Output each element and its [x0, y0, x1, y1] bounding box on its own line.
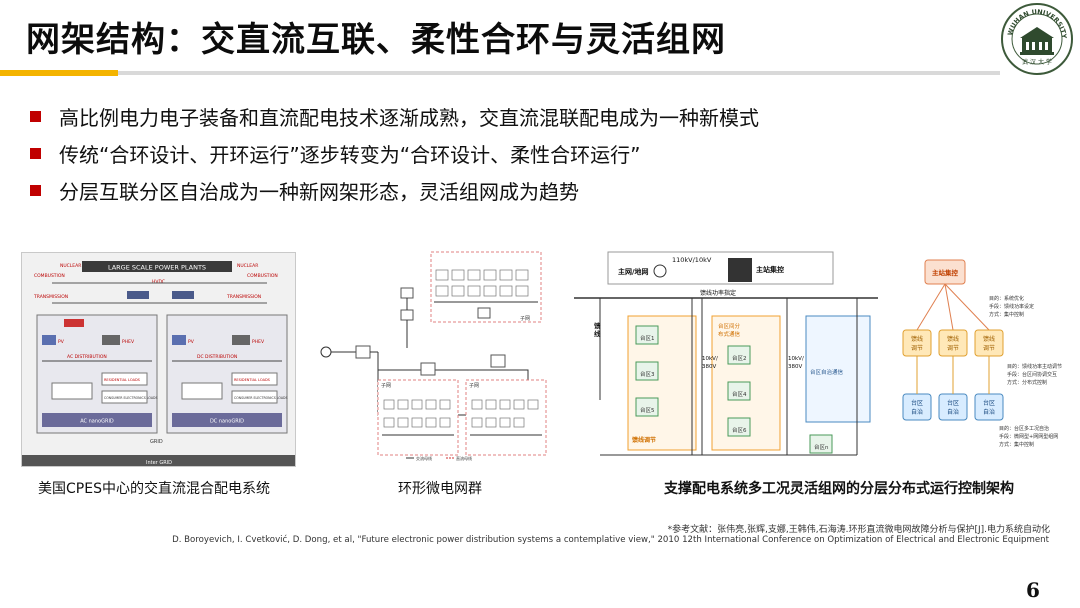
svg-text:馈线调节: 馈线调节 — [632, 436, 656, 444]
title-divider — [0, 71, 1000, 75]
figure-caption: 美国CPES中心的交直流混合配电系统 — [38, 481, 270, 497]
svg-text:NUCLEAR: NUCLEAR — [60, 263, 81, 269]
svg-text:布式通信: 布式通信 — [718, 330, 741, 338]
bullet-item: 传统“合环设计、开环运行”逐步转变为“合环设计、柔性合环运行” — [30, 135, 759, 172]
svg-text:380V: 380V — [788, 364, 802, 370]
svg-text:110kV/10kV: 110kV/10kV — [672, 256, 712, 264]
svg-text:调节: 调节 — [983, 344, 995, 352]
svg-text:馈线功率指定: 馈线功率指定 — [700, 289, 736, 297]
square-bullet-icon — [30, 185, 41, 196]
svg-text:台区间分: 台区间分 — [718, 322, 741, 330]
svg-text:目的：系统优化: 目的：系统优化 — [989, 295, 1024, 302]
svg-text:子网: 子网 — [520, 315, 530, 322]
svg-text:主站集控: 主站集控 — [932, 268, 959, 277]
svg-text:AC DISTRIBUTION: AC DISTRIBUTION — [67, 354, 107, 360]
ring-microgrid-diagram: 子网 子网 子网 — [306, 250, 556, 462]
svg-text:台区3: 台区3 — [640, 370, 655, 378]
svg-text:HVDC: HVDC — [152, 279, 165, 285]
svg-text:台区自治通信: 台区自治通信 — [810, 368, 844, 376]
figure-caption: 环形微电网群 — [398, 481, 482, 497]
slide-title: 网架结构：交直流互联、柔性合环与灵活组网 — [26, 20, 726, 60]
svg-text:CONSUMER ELECTRONICS LOADS: CONSUMER ELECTRONICS LOADS — [234, 396, 288, 400]
svg-text:AC nanoGRID: AC nanoGRID — [80, 419, 114, 425]
svg-text:DC nanoGRID: DC nanoGRID — [210, 419, 244, 425]
svg-text:PHEV: PHEV — [252, 339, 265, 345]
svg-text:PV: PV — [188, 339, 195, 345]
svg-text:手段：台区间协调交互: 手段：台区间协调交互 — [1007, 371, 1057, 378]
bullet-list: 高比例电力电子装备和直流配电技术逐渐成熟，交直流混联配电成为一种新模式 传统“合… — [30, 98, 759, 209]
svg-text:COMBUSTION: COMBUSTION — [34, 273, 65, 279]
svg-text:NUCLEAR: NUCLEAR — [237, 263, 258, 269]
cpes-hybrid-system-diagram: LARGE SCALE POWER PLANTS COMBUSTION NUCL… — [21, 252, 296, 467]
svg-text:PHEV: PHEV — [122, 339, 135, 345]
svg-text:目的：台区多工况自治: 目的：台区多工况自治 — [999, 425, 1049, 432]
reference-line: *参考文献：张伟亮,张辉,支娜,王韩伟,石海涛.环形直流微电网故障分析与保护[J… — [667, 525, 1050, 535]
title-accent-bar — [0, 70, 118, 76]
svg-text:台区1: 台区1 — [640, 334, 655, 342]
svg-text:馈线: 馈线 — [983, 335, 995, 343]
svg-text:线: 线 — [594, 329, 601, 338]
svg-text:馈线: 馈线 — [947, 335, 959, 343]
bullet-text: 高比例电力电子装备和直流配电技术逐渐成熟，交直流混联配电成为一种新模式 — [59, 106, 759, 130]
reference-line: D. Boroyevich, I. Cvetković, D. Dong, et… — [172, 535, 1049, 545]
svg-text:馈线: 馈线 — [911, 335, 923, 343]
svg-text:主网/地网: 主网/地网 — [618, 267, 649, 276]
svg-text:自治: 自治 — [947, 408, 959, 416]
svg-text:手段：馈线功率设定: 手段：馈线功率设定 — [989, 303, 1034, 310]
svg-text:方式：集中控制: 方式：集中控制 — [989, 311, 1024, 318]
university-seal-icon: WUHAN UNIVERSITY 武 汉 大 学 — [1001, 3, 1073, 75]
svg-text:主站集控: 主站集控 — [756, 265, 784, 274]
svg-text:目的：馈线功率主动调节: 目的：馈线功率主动调节 — [1007, 363, 1062, 370]
svg-text:PV: PV — [58, 339, 65, 345]
svg-text:直流母线: 直流母线 — [456, 455, 472, 461]
bullet-text: 分层互联分区自治成为一种新网架形态，灵活组网成为趋势 — [59, 180, 579, 204]
svg-text:自治: 自治 — [983, 408, 995, 416]
svg-text:手段：微网型+网网型组网: 手段：微网型+网网型组网 — [999, 433, 1058, 440]
svg-text:子网: 子网 — [469, 382, 479, 389]
square-bullet-icon — [30, 148, 41, 159]
svg-text:馈: 馈 — [594, 321, 601, 330]
svg-text:调节: 调节 — [947, 344, 959, 352]
svg-text:RESIDENTIAL LOADS: RESIDENTIAL LOADS — [104, 378, 141, 382]
svg-text:台区6: 台区6 — [732, 426, 747, 434]
svg-text:武 汉 大 学: 武 汉 大 学 — [1022, 58, 1052, 66]
page-number: 6 — [1026, 578, 1040, 602]
bullet-item: 分层互联分区自治成为一种新网架形态，灵活组网成为趋势 — [30, 172, 759, 209]
svg-text:方式：集中控制: 方式：集中控制 — [999, 441, 1034, 448]
svg-text:调节: 调节 — [911, 344, 923, 352]
square-bullet-icon — [30, 111, 41, 122]
svg-text:LARGE SCALE POWER PLANTS: LARGE SCALE POWER PLANTS — [108, 264, 206, 272]
svg-text:方式：分布式控制: 方式：分布式控制 — [1007, 379, 1047, 386]
svg-text:10kV/: 10kV/ — [702, 356, 718, 362]
svg-text:COMBUSTION: COMBUSTION — [247, 273, 278, 279]
svg-text:RESIDENTIAL LOADS: RESIDENTIAL LOADS — [234, 378, 271, 382]
svg-text:自治: 自治 — [911, 408, 923, 416]
svg-text:台区n: 台区n — [814, 443, 829, 451]
svg-text:台区: 台区 — [911, 399, 923, 407]
hierarchical-control-diagram: 主站集控 目的：系统优化 手段：馈线功率设定 方式：集中控制 馈线 调节 馈线 … — [887, 258, 1072, 458]
svg-text:台区: 台区 — [947, 399, 959, 407]
svg-text:交流母线: 交流母线 — [416, 455, 432, 461]
svg-text:台区4: 台区4 — [732, 390, 747, 398]
bullet-item: 高比例电力电子装备和直流配电技术逐渐成熟，交直流混联配电成为一种新模式 — [30, 98, 759, 135]
flexible-networking-diagram: 主网/地网 110kV/10kV 主站集控 馈线功率指定 馈 线 馈线调节 台区… — [572, 250, 882, 470]
bullet-text: 传统“合环设计、开环运行”逐步转变为“合环设计、柔性合环运行” — [59, 143, 641, 167]
svg-text:台区5: 台区5 — [640, 406, 655, 414]
svg-text:GRID: GRID — [150, 439, 163, 445]
svg-text:CONSUMER ELECTRONICS LOADS: CONSUMER ELECTRONICS LOADS — [104, 396, 158, 400]
svg-text:TRANSMISSION: TRANSMISSION — [33, 294, 68, 300]
svg-text:DC DISTRIBUTION: DC DISTRIBUTION — [197, 354, 237, 360]
svg-text:台区2: 台区2 — [732, 354, 747, 362]
svg-text:380V: 380V — [702, 364, 716, 370]
svg-text:TRANSMISSION: TRANSMISSION — [226, 294, 261, 300]
svg-text:10kV/: 10kV/ — [788, 356, 804, 362]
svg-text:子网: 子网 — [381, 382, 391, 389]
svg-text:Inter GRID: Inter GRID — [146, 460, 172, 466]
figure-caption: 支撑配电系统多工况灵活组网的分层分布式运行控制架构 — [664, 481, 1014, 497]
svg-text:台区: 台区 — [983, 399, 995, 407]
